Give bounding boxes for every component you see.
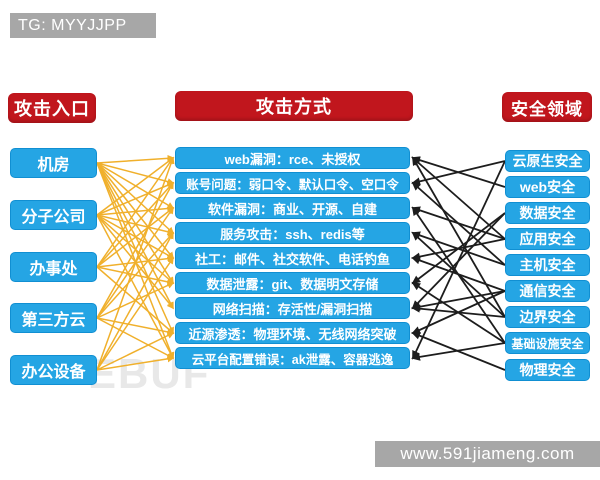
entry-item: 第三方云 [10, 303, 97, 333]
entry-item: 分子公司 [10, 200, 97, 230]
entries-column-header: 攻击入口 [8, 93, 96, 123]
site-watermark-text: www.591jiameng.com [400, 444, 575, 463]
domains-column-header: 安全领域 [502, 92, 592, 122]
entry-item: 办公设备 [10, 355, 97, 385]
domain-item: 基础设施安全 [505, 332, 590, 354]
domain-to-method-arrows [411, 156, 506, 371]
method-item: web漏洞：rce、未授权 [175, 147, 410, 169]
entry-to-method-arrows [96, 154, 175, 371]
tg-watermark-text: TG: MYYJJPP [18, 16, 127, 34]
domain-item: 主机安全 [505, 254, 590, 276]
domain-item: 云原生安全 [505, 150, 590, 172]
domain-item: 应用安全 [505, 228, 590, 250]
domain-item: 物理安全 [505, 359, 590, 381]
methods-column-header: 攻击方式 [175, 91, 413, 121]
method-item: 数据泄露：git、数据明文存储 [175, 272, 410, 294]
method-item: 云平台配置错误：ak泄露、容器逃逸 [175, 347, 410, 369]
method-item: 网络扫描：存活性/漏洞扫描 [175, 297, 410, 319]
domain-item: 数据安全 [505, 202, 590, 224]
site-watermark-bar: www.591jiameng.com [375, 441, 600, 467]
domain-item: 通信安全 [505, 280, 590, 302]
method-item: 软件漏洞：商业、开源、自建 [175, 197, 410, 219]
method-item: 社工：邮件、社交软件、电话钓鱼 [175, 247, 410, 269]
domain-item: web安全 [505, 176, 590, 198]
method-item: 近源渗透：物理环境、无线网络突破 [175, 322, 410, 344]
method-item: 账号问题：弱口令、默认口令、空口令 [175, 172, 410, 194]
domain-item: 边界安全 [505, 306, 590, 328]
entry-item: 办事处 [10, 252, 97, 282]
method-item: 服务攻击：ssh、redis等 [175, 222, 410, 244]
entry-item: 机房 [10, 148, 97, 178]
tg-watermark-bar: TG: MYYJJPP [10, 13, 156, 38]
